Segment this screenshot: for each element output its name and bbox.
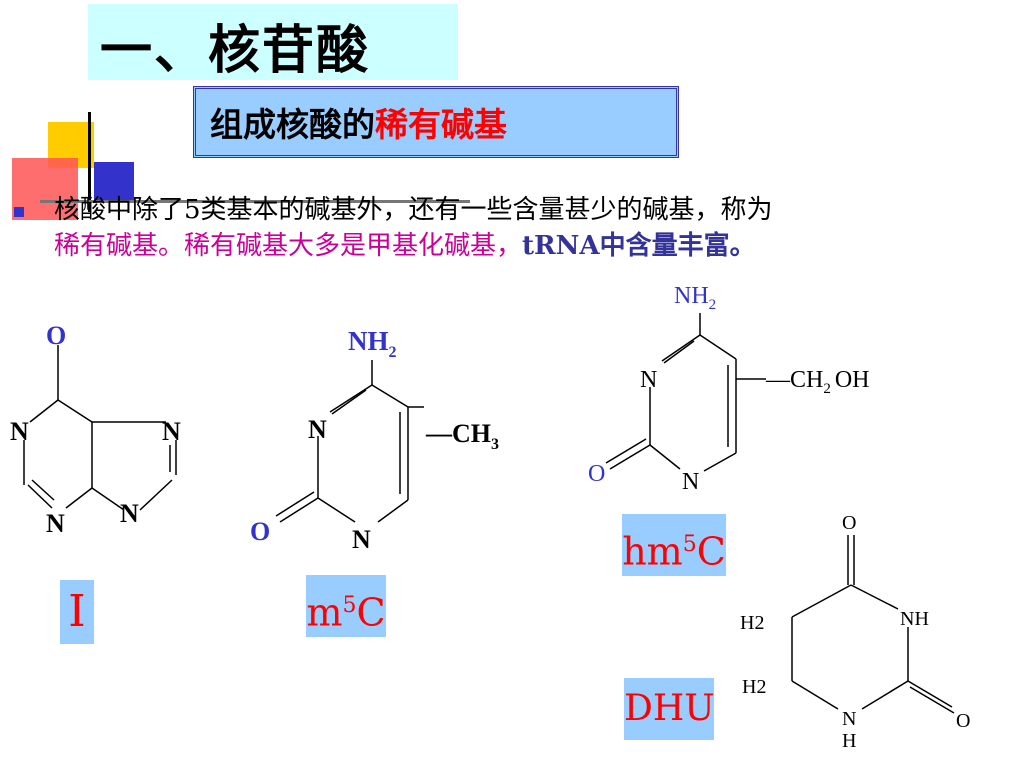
dhu-h-bottom: H: [842, 730, 856, 752]
dhu-label: DHU: [624, 678, 715, 740]
dhu-o-right: O: [956, 710, 970, 732]
dhu-h2-bottom: H2: [742, 676, 766, 698]
paragraph-line-2: 稀有碱基。稀有碱基大多是甲基化碱基，tRNA中含量丰富。: [54, 228, 1004, 264]
subtitle-box: [193, 86, 679, 158]
inosine-n7: N: [162, 417, 181, 446]
body-paragraph: 核酸中除了5类基本的碱基外，还有一些含量甚少的碱基，称为 稀有碱基。稀有碱基大多…: [54, 192, 1004, 264]
inosine-label: I: [60, 580, 94, 644]
dhu-n-bottom: N: [842, 708, 856, 730]
hm5c-o: O: [588, 461, 605, 487]
m5c-label: m5C: [306, 575, 386, 637]
m5c-n1: N: [352, 525, 371, 554]
m5c-n3: N: [308, 415, 327, 444]
dhu-h2-top: H2: [740, 612, 764, 634]
paragraph-line-1: 核酸中除了5类基本的碱基外，还有一些含量甚少的碱基，称为: [54, 195, 773, 225]
inosine-n9: N: [120, 499, 139, 528]
hm5c-n1: N: [682, 469, 699, 495]
m5c-nh2: NH2: [348, 326, 397, 361]
subtitle: 组成核酸的稀有碱基: [210, 98, 507, 146]
bullet-icon: [14, 207, 24, 217]
paragraph-blue-text: tRNA中含量丰富。: [522, 231, 756, 261]
paragraph-magenta-text: 稀有碱基。稀有碱基大多是甲基化碱基，: [54, 231, 523, 261]
inosine-o: O: [46, 321, 66, 350]
subtitle-prefix: 组成核酸的: [210, 105, 375, 144]
inosine-n3: N: [46, 509, 65, 538]
inosine-n1: N: [10, 417, 29, 446]
decor-vertical-line: [88, 112, 91, 212]
m5c-ch3: —CH3: [425, 419, 499, 453]
dhu-nh: NH: [900, 608, 929, 630]
decor-blue-square: [94, 162, 134, 202]
dhu-o-top: O: [842, 512, 856, 534]
m5c-structure: NH2 N —CH3 N O: [250, 326, 499, 554]
hm5c-nh2: NH2: [674, 283, 716, 313]
hm5c-label: hm5C: [622, 514, 726, 576]
page-title: 一、核苷酸: [100, 20, 371, 81]
inosine-structure: O N N N N: [10, 321, 181, 538]
m5c-o: O: [250, 517, 270, 546]
decor-horizontal-line: [40, 200, 470, 203]
title-background: [88, 4, 458, 80]
dhu-structure: O NH O N H H2 H2: [740, 512, 970, 752]
hm5c-n3: N: [640, 367, 657, 393]
subtitle-highlight: 稀有碱基: [375, 105, 507, 144]
